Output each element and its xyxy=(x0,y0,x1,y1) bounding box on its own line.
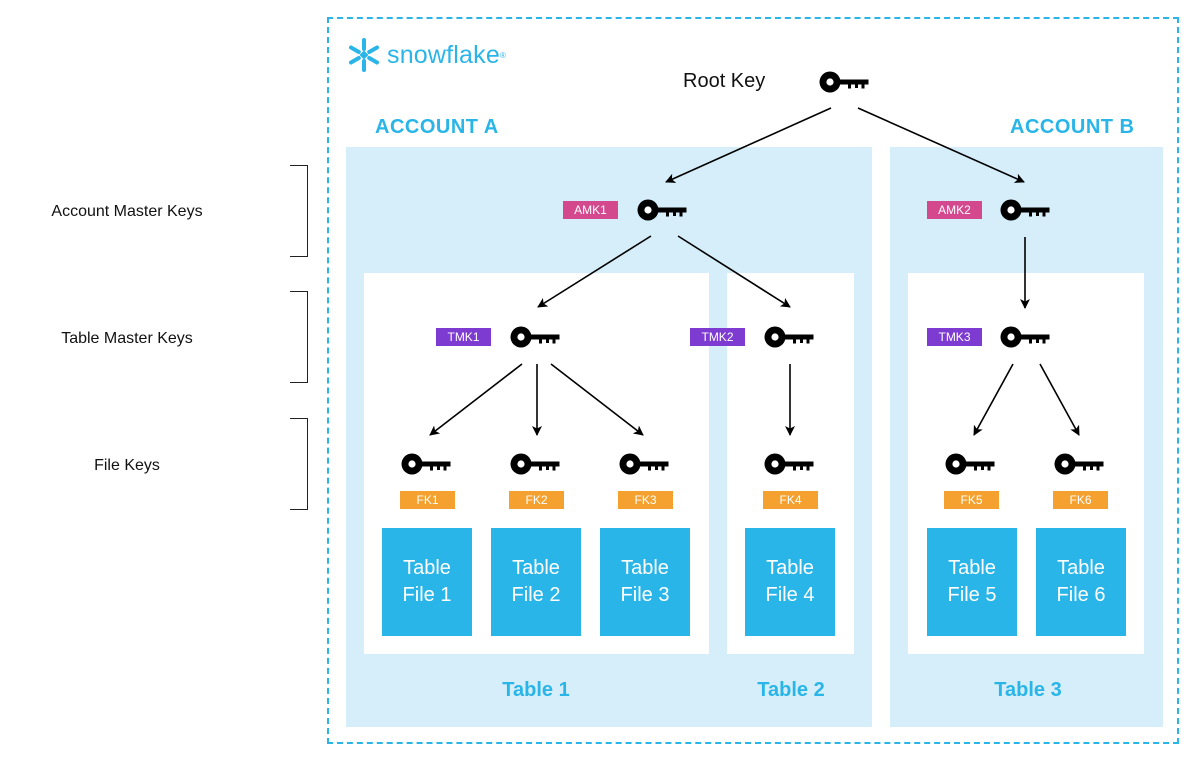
fk3-badge: FK3 xyxy=(618,491,673,509)
fk2-badge: FK2 xyxy=(509,491,564,509)
arrow-tmk1-to-fk3 xyxy=(550,363,644,436)
table-file-3: Table File 3 xyxy=(600,528,690,636)
table-file-2-line1: Table xyxy=(512,557,560,579)
table-file-3-line2: File 3 xyxy=(620,584,670,606)
bracket-table-master-keys xyxy=(290,291,308,383)
registered-mark: ® xyxy=(499,50,506,60)
arrow-tmk3-to-fk5 xyxy=(973,363,1014,436)
table-file-3-line1: Table xyxy=(621,557,669,579)
tier-label-file-keys: File Keys xyxy=(94,457,160,474)
snowflake-logo: snowflake® xyxy=(345,37,506,73)
fk5-badge: FK5 xyxy=(944,491,999,509)
snowflake-logo-text: snowflake xyxy=(387,40,500,69)
table-file-5-line1: Table xyxy=(948,557,996,579)
snowflake-logo-icon xyxy=(349,38,379,72)
arrow-root-to-amk1 xyxy=(665,107,832,183)
table-file-6-line1: Table xyxy=(1057,557,1105,579)
fk6-badge: FK6 xyxy=(1053,491,1108,509)
tier-label-account-master-keys: Account Master Keys xyxy=(51,203,203,220)
amk2-badge: AMK2 xyxy=(927,201,982,219)
table-file-4: Table File 4 xyxy=(745,528,835,636)
arrow-tmk3-to-fk6 xyxy=(1039,363,1080,436)
table-file-5-line2: File 5 xyxy=(947,584,997,606)
tmk2-badge: TMK2 xyxy=(690,328,745,346)
tier-label-table-master-keys: Table Master Keys xyxy=(61,330,193,347)
table-file-4-line1: Table xyxy=(766,557,814,579)
snowflake-boundary xyxy=(327,17,1179,744)
account-a-title: ACCOUNT A xyxy=(375,116,499,138)
table-file-6-line2: File 6 xyxy=(1056,584,1106,606)
table-file-2: Table File 2 xyxy=(491,528,581,636)
arrow-amk1-to-tmk2 xyxy=(677,235,791,308)
arrow-tmk1-to-fk1 xyxy=(429,363,523,436)
fk4-badge: FK4 xyxy=(763,491,818,509)
table-file-1-line1: Table xyxy=(403,557,451,579)
tmk3-badge: TMK3 xyxy=(927,328,982,346)
account-b-title: ACCOUNT B xyxy=(1010,116,1135,138)
amk1-badge: AMK1 xyxy=(563,201,618,219)
bracket-account-master-keys xyxy=(290,165,308,257)
root-key-label: Root Key xyxy=(683,70,766,92)
table-file-6: Table File 6 xyxy=(1036,528,1126,636)
table-2-title: Table 2 xyxy=(757,679,825,701)
table-file-2-line2: File 2 xyxy=(511,584,561,606)
table-3-title: Table 3 xyxy=(994,679,1062,701)
table-file-4-line2: File 4 xyxy=(765,584,815,606)
table-1-title: Table 1 xyxy=(502,679,570,701)
tmk1-badge: TMK1 xyxy=(436,328,491,346)
bracket-file-keys xyxy=(290,418,308,510)
fk1-badge: FK1 xyxy=(400,491,455,509)
arrow-amk1-to-tmk1 xyxy=(537,235,652,308)
arrow-root-to-amk2 xyxy=(857,107,1025,183)
table-file-1: Table File 1 xyxy=(382,528,472,636)
table-file-1-line2: File 1 xyxy=(402,584,452,606)
table-file-5: Table File 5 xyxy=(927,528,1017,636)
